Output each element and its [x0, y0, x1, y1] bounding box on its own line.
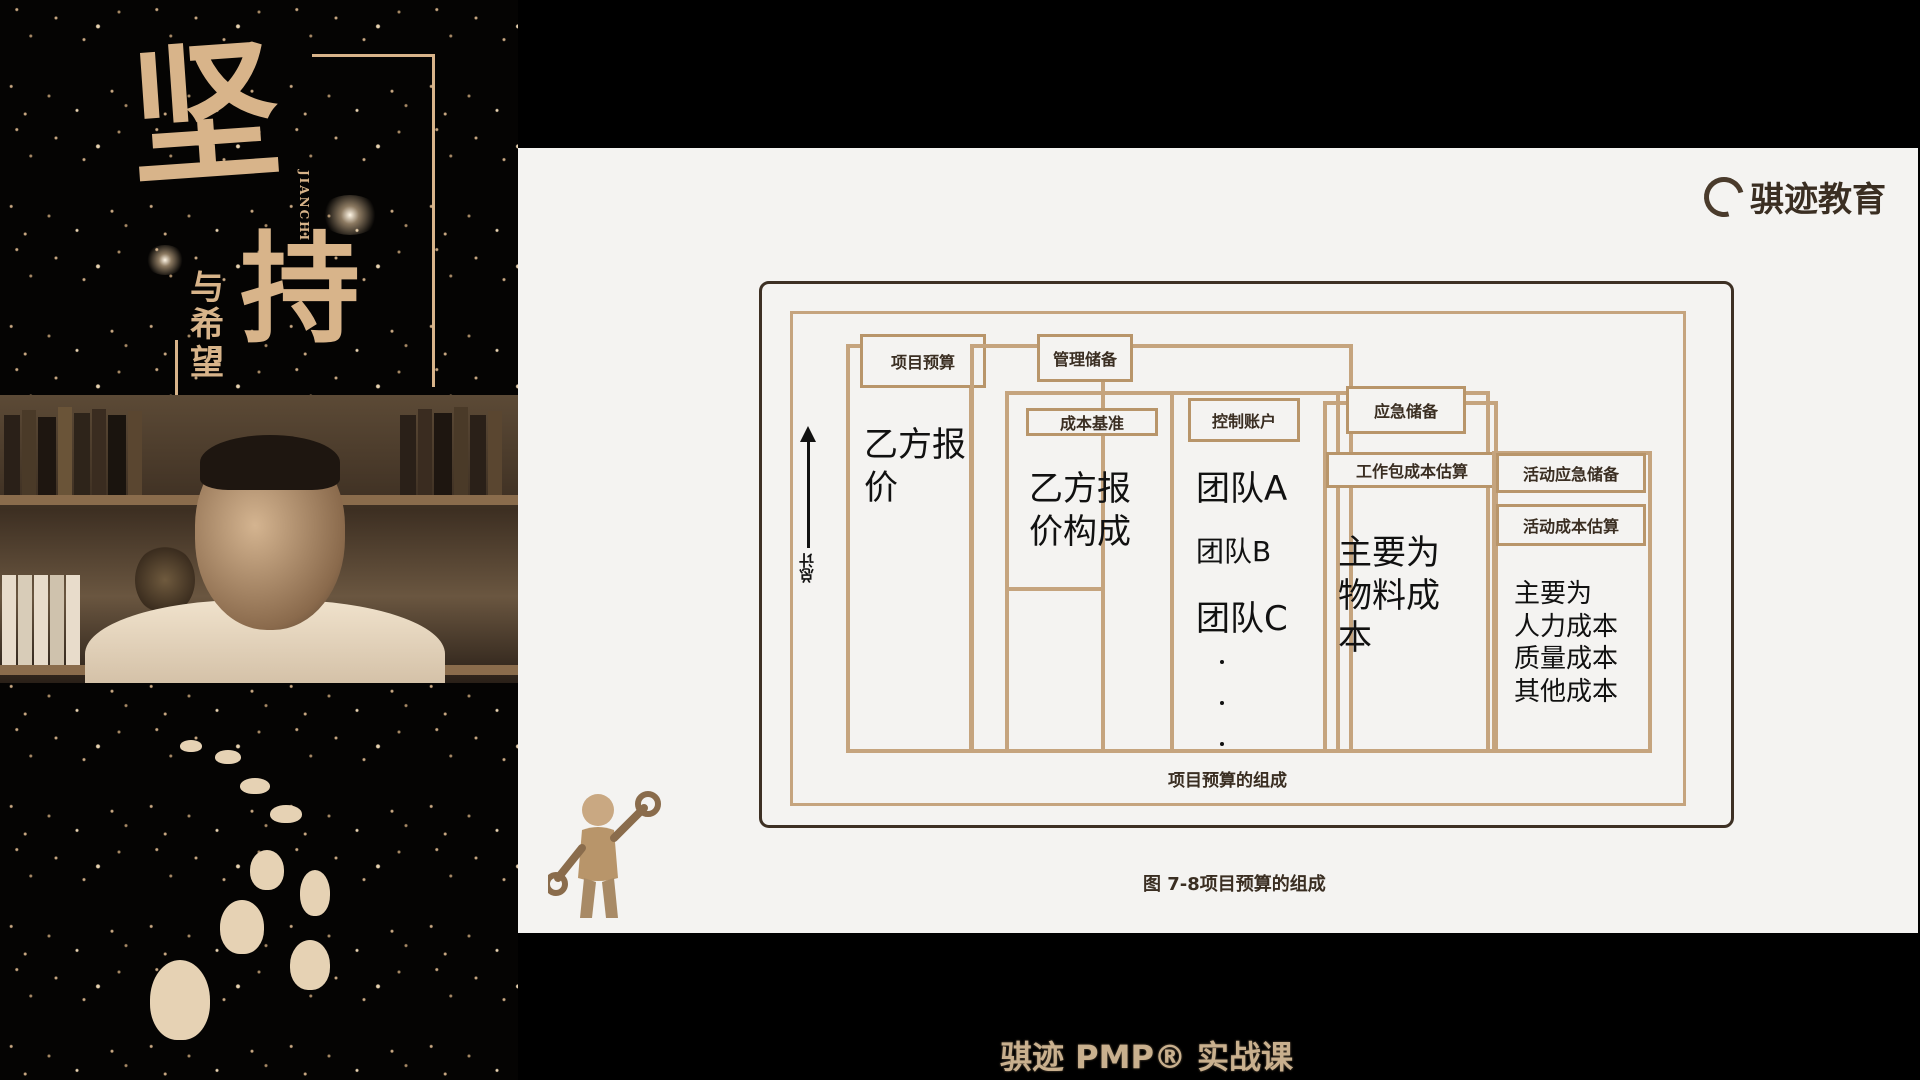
- figure-caption: 图 7-8项目预算的组成: [1143, 874, 1326, 895]
- activity-cost-estimate-label: 活动成本估算: [1496, 504, 1646, 546]
- brand-icon: [1696, 169, 1752, 224]
- col4-text: 主要为物料成本: [1338, 533, 1440, 658]
- ellipsis-dot: [1220, 660, 1224, 664]
- team-a: 团队A: [1196, 469, 1288, 509]
- brand-name: 骐迹教育: [1750, 180, 1886, 220]
- activity-contingency-label: 活动应急储备: [1496, 453, 1646, 493]
- poster-subtitle: 与希望: [190, 268, 224, 383]
- worker-wrench-icon: [548, 791, 661, 918]
- light-flare: [145, 245, 185, 275]
- books: [0, 565, 110, 665]
- ellipsis-dot: [1220, 701, 1224, 705]
- diagram-outer-frame: [759, 281, 1734, 828]
- col5-line: 其他成本: [1514, 676, 1619, 707]
- poster-title-char-1: 坚: [124, 21, 286, 209]
- col2-text: 乙方报价构成: [1029, 469, 1131, 552]
- arrow-line: [807, 438, 810, 548]
- cost-baseline-inner: [1005, 391, 1105, 591]
- total-label: 总计: [798, 553, 816, 583]
- brand-logo: 骐迹教育: [1696, 169, 1886, 224]
- light-flare: [320, 195, 380, 235]
- col5-line: 质量成本: [1514, 644, 1619, 674]
- poster-title-char-2: 持: [240, 219, 360, 360]
- column-contract-price: [846, 344, 973, 753]
- contingency-reserve-label: 应急储备: [1346, 386, 1466, 434]
- control-account-label: 控制账户: [1188, 398, 1300, 442]
- column-control-account: [1170, 391, 1340, 753]
- work-package-estimate-label: 工作包成本估算: [1326, 452, 1498, 488]
- arrow-up-icon: [800, 426, 816, 442]
- team-b: 团队B: [1196, 535, 1272, 568]
- title-bracket: [312, 54, 435, 387]
- project-budget-label: 项目预算: [860, 334, 986, 388]
- ellipsis-dot: [1220, 742, 1224, 746]
- webcam-video: [0, 395, 518, 683]
- poster-roman: JIANCHI: [297, 170, 311, 243]
- books: [400, 400, 518, 495]
- team-c: 团队C: [1196, 599, 1288, 639]
- diagram-caption: 项目预算的组成: [1168, 771, 1287, 791]
- management-reserve-label: 管理储备: [1037, 334, 1133, 382]
- slide: 骐迹教育 总计 项目预算 乙方报价 管理储备 成本基准 乙方报价构成 控制账户 …: [518, 148, 1918, 933]
- cost-baseline-label: 成本基准: [1026, 408, 1158, 436]
- diagram-frame: [790, 311, 1686, 806]
- col5-line: 主要为: [1514, 579, 1593, 609]
- footprints-graphic: [120, 720, 380, 1050]
- presenter-hair: [200, 435, 340, 490]
- course-footer: 骐迹 PMP® 实战课: [1000, 1038, 1294, 1076]
- books: [0, 400, 200, 495]
- col1-text: 乙方报价: [864, 425, 966, 508]
- col5-text: 主要为 人力成本 质量成本 其他成本: [1514, 578, 1618, 708]
- col5-line: 人力成本: [1514, 611, 1619, 642]
